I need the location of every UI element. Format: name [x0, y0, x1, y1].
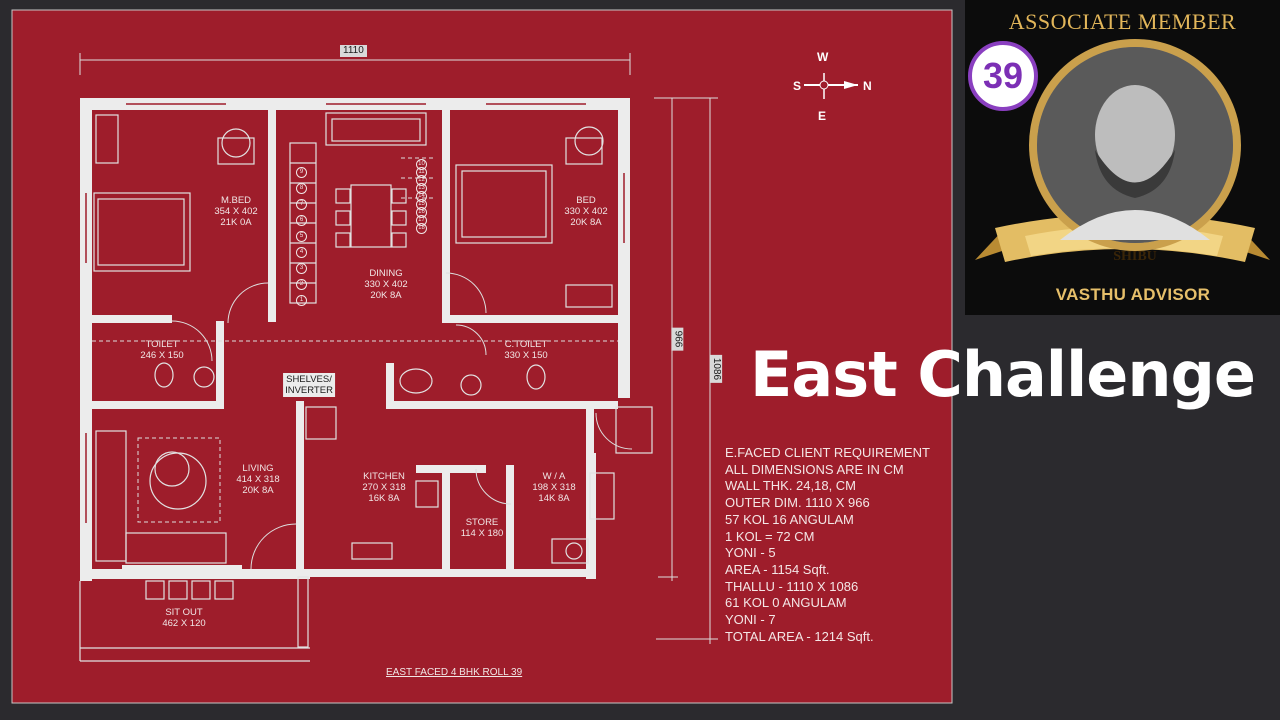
- stair-step-number: 8: [296, 183, 307, 194]
- stair-step-number: 5: [296, 231, 307, 242]
- furniture: [93, 112, 653, 600]
- door-arcs: [171, 272, 633, 570]
- note-line: TOTAL AREA - 1214 Sqft.: [725, 628, 874, 644]
- compass-south: S: [793, 79, 802, 93]
- portrait-face-icon: [1095, 85, 1175, 185]
- note-line: 57 KOL 16 ANGULAM: [725, 511, 854, 527]
- stair-step-number: 4: [296, 247, 307, 258]
- note-line: OUTER DIM. 1110 X 966: [725, 495, 870, 511]
- plan-notes: E.FACED CLIENT REQUIREMENT ALL DIMENSION…: [725, 445, 930, 645]
- top-dimension-line: [79, 53, 631, 75]
- window-marks: [85, 103, 625, 523]
- stair-step-number: 18: [416, 223, 427, 234]
- plan-walls: [80, 98, 630, 581]
- right-dimension-outer-label: 1086: [710, 354, 723, 384]
- note-line: YONI - 7: [725, 612, 776, 628]
- stair-step-number: 2: [296, 279, 307, 290]
- compass-north: N: [863, 79, 872, 93]
- badge-number: 39: [968, 41, 1038, 111]
- note-line: AREA - 1154 Sqft.: [725, 561, 830, 577]
- badge-subtitle: VASTHU ADVISOR: [1055, 285, 1211, 304]
- note-line: WALL THK. 24,18, CM: [725, 478, 857, 494]
- plan-caption: EAST FACED 4 BHK ROLL 39: [386, 667, 523, 678]
- headline: East Challenge: [750, 338, 1256, 411]
- compass-arrow-icon: [804, 73, 858, 99]
- floor-plan-drawing: [11, 9, 953, 704]
- note-line: E.FACED CLIENT REQUIREMENT: [725, 445, 930, 460]
- note-line: THALLU - 1110 X 1086: [725, 578, 859, 594]
- badge-name: SHIBU: [1113, 249, 1157, 264]
- stair-step-number: 6: [296, 215, 307, 226]
- sitout-frame: [79, 576, 310, 662]
- compass-east: E: [818, 109, 827, 123]
- compass-west: W: [817, 50, 829, 64]
- note-line: ALL DIMENSIONS ARE IN CM: [725, 461, 904, 477]
- right-dimension-inner-label: 966: [671, 327, 684, 351]
- note-line: YONI - 5: [725, 545, 776, 561]
- note-line: 1 KOL = 72 CM: [725, 528, 815, 544]
- stair-step-number: 3: [296, 263, 307, 274]
- stair-step-number: 1: [296, 295, 307, 306]
- stair-step-number: 9: [296, 167, 307, 178]
- top-dimension-label: 1110: [340, 45, 367, 57]
- associate-member-badge: ASSOCIATE MEMBER 39 SHIBU VASTHU ADVISOR: [965, 0, 1280, 315]
- badge-artwork: [975, 39, 1270, 262]
- badge-title: ASSOCIATE MEMBER: [1008, 9, 1237, 34]
- note-line: 61 KOL 0 ANGULAM: [725, 595, 847, 611]
- room-label-shelves-inverter: SHELVES/INVERTER: [283, 373, 335, 397]
- stair-step-number: 7: [296, 199, 307, 210]
